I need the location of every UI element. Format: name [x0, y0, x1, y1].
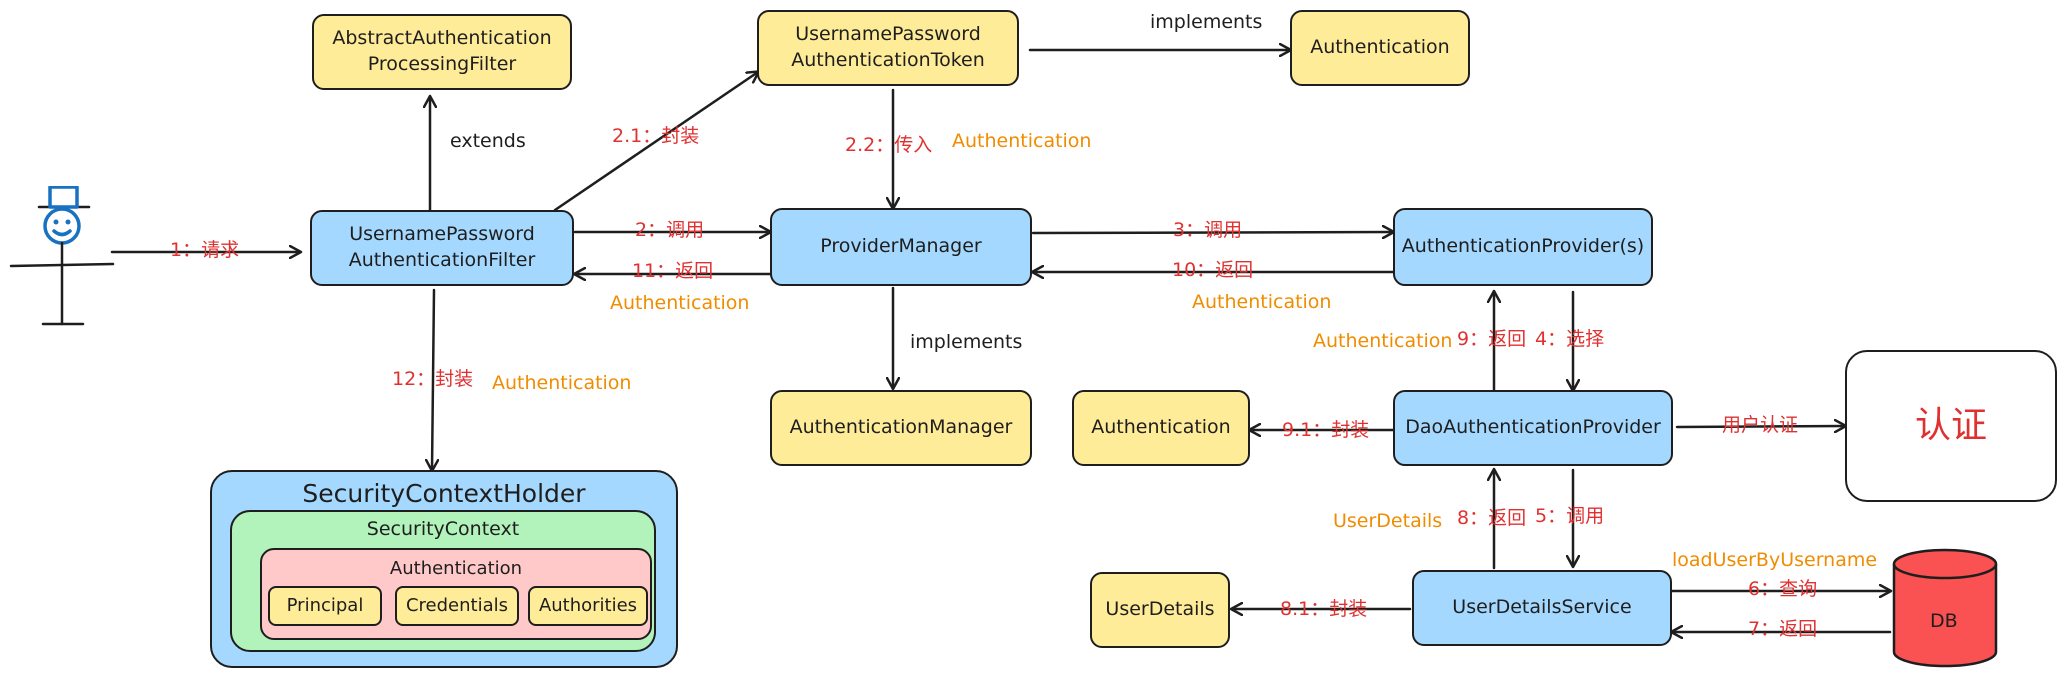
label-step-8: 8：返回 [1457, 507, 1527, 529]
auth-manager-node: AuthenticationManager [770, 390, 1032, 466]
arrow-user-auth [1675, 426, 1845, 427]
token-node: UsernamePassword AuthenticationToken [757, 10, 1019, 86]
label-step-1: 1：请求 [170, 239, 240, 261]
abstract-filter-node: AbstractAuthentication ProcessingFilter [312, 14, 572, 90]
label-user-auth: 用户认证 [1722, 414, 1799, 436]
auth-node: 认证 [1845, 350, 2057, 502]
authentication-mid-node: Authentication [1072, 390, 1250, 466]
auth-node-label: 认证 [1914, 404, 1987, 446]
label-step-9-obj: Authentication [1313, 330, 1453, 352]
label-step-11-obj: Authentication [610, 292, 750, 314]
label-step-7: 7：返回 [1748, 618, 1818, 640]
authorities-node: Authorities [528, 586, 648, 626]
arrow-call-providers [1031, 232, 1393, 233]
arrow-wrap-context [432, 288, 434, 470]
filter-node: UsernamePassword AuthenticationFilter [310, 210, 574, 286]
userdetails-node: UserDetails [1090, 572, 1230, 648]
provider-manager-node: ProviderManager [770, 208, 1032, 286]
auth-providers-node: AuthenticationProvider(s) [1393, 208, 1653, 286]
label-implements-top: implements [1150, 11, 1263, 33]
arrow-wrap-token [553, 72, 758, 212]
label-step-6: 6：查询 [1748, 578, 1818, 600]
security-context-holder: SecurityContextHolder SecurityContext Au… [210, 470, 678, 668]
user-stick-figure-icon [9, 186, 115, 326]
label-step-5: 5：调用 [1535, 505, 1605, 527]
label-step-2-2: 2.2：传入 [845, 134, 933, 156]
label-step-10-obj: Authentication [1192, 291, 1332, 313]
label-load-user: loadUserByUsername [1672, 549, 1878, 571]
database-icon [1892, 548, 1998, 668]
label-implements-mid: implements [910, 331, 1023, 353]
label-step-2: 2：调用 [635, 219, 705, 241]
userdetails-service-node: UserDetailsService [1412, 570, 1672, 646]
label-step-2-1: 2.1：封装 [612, 125, 700, 147]
security-context-holder-title: SecurityContextHolder [302, 479, 586, 508]
security-context: SecurityContext Authentication Principal… [230, 510, 656, 652]
label-step-12-obj: Authentication [492, 372, 632, 394]
label-step-3: 3：调用 [1173, 219, 1243, 241]
label-step-10: 10：返回 [1172, 259, 1254, 281]
authentication-top-node: Authentication [1290, 10, 1470, 86]
security-context-title: SecurityContext [366, 518, 520, 540]
label-step-4: 4：选择 [1535, 328, 1605, 350]
authentication-container: Authentication Principal Credentials Aut… [260, 548, 652, 640]
label-step-11: 11：返回 [632, 260, 714, 282]
label-step-8-1: 8.1：封装 [1280, 598, 1368, 620]
principal-node: Principal [268, 586, 382, 626]
label-step-9-1: 9.1：封装 [1282, 419, 1370, 441]
authentication-container-title: Authentication [389, 558, 523, 579]
label-extends: extends [450, 130, 526, 152]
credentials-node: Credentials [395, 586, 519, 626]
label-step-12: 12：封装 [392, 368, 474, 390]
label-step-8-obj: UserDetails [1333, 510, 1443, 532]
dao-provider-node: DaoAuthenticationProvider [1393, 390, 1673, 466]
label-step-9: 9：返回 [1457, 328, 1527, 350]
db-label: DB [1930, 610, 1958, 632]
label-step-2-2-obj: Authentication [952, 130, 1092, 152]
